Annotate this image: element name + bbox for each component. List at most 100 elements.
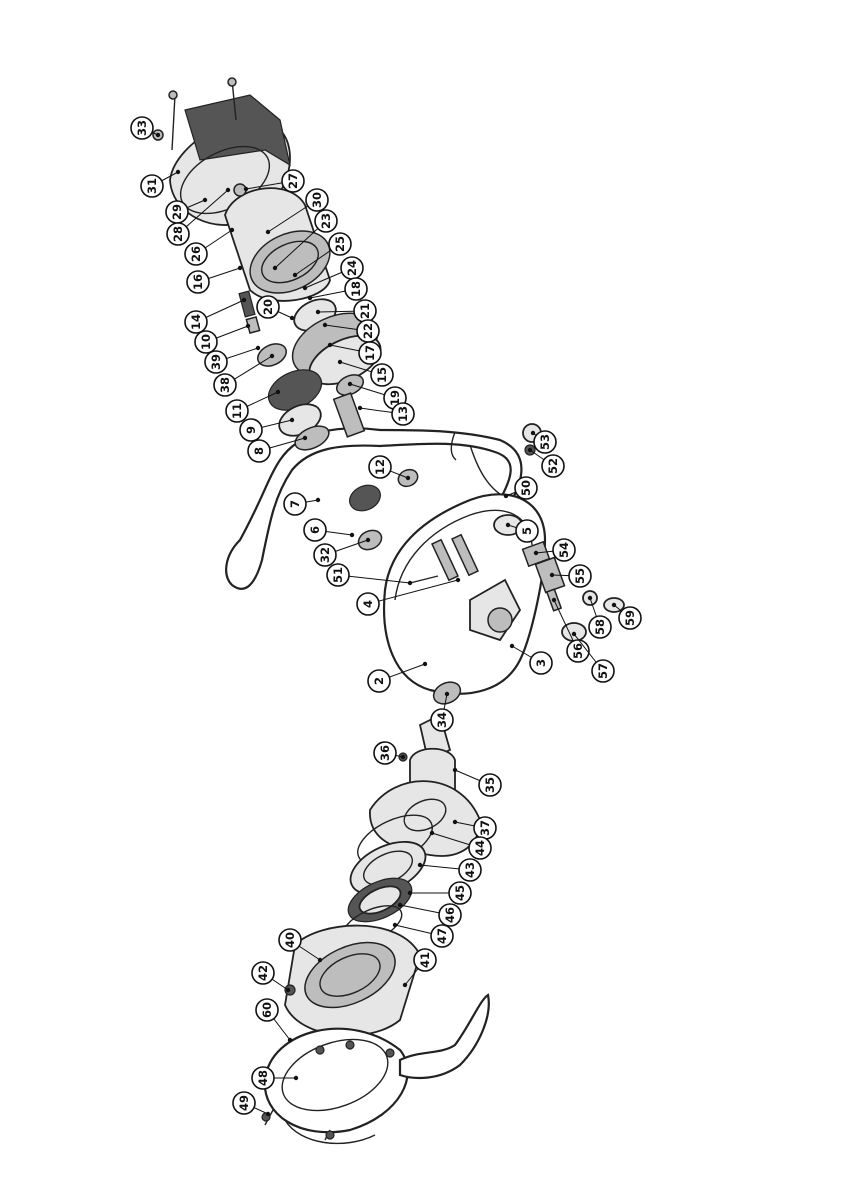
- callout-label-28: 28: [171, 226, 185, 242]
- callout-label-53: 53: [538, 434, 552, 450]
- callout-7: 7: [284, 493, 320, 515]
- callout-label-60: 60: [260, 1002, 274, 1018]
- leader-dot-34: [445, 692, 449, 696]
- callout-label-55: 55: [573, 568, 587, 584]
- callout-label-17: 17: [363, 345, 377, 361]
- callout-label-33: 33: [135, 120, 149, 136]
- callout-label-10: 10: [199, 334, 213, 350]
- callout-46: 46: [398, 903, 461, 926]
- leader-dot-8: [303, 436, 307, 440]
- leader-dot-55: [550, 573, 554, 577]
- leader-dot-18: [308, 296, 312, 300]
- leader-dot-36: [401, 755, 405, 759]
- leader-dot-5: [506, 523, 510, 527]
- callout-label-21: 21: [358, 303, 372, 319]
- callout-label-30: 30: [310, 192, 324, 208]
- leader-dot-40: [318, 958, 322, 962]
- leader-dot-13: [358, 406, 362, 410]
- callout-label-37: 37: [478, 820, 492, 836]
- callout-label-9: 9: [244, 426, 258, 434]
- callout-label-31: 31: [145, 178, 159, 194]
- leader-dot-42: [286, 988, 290, 992]
- base-flange: [285, 926, 420, 1036]
- leader-dot-32: [366, 538, 370, 542]
- leader-dot-28: [226, 188, 230, 192]
- callout-label-5: 5: [520, 527, 534, 535]
- callout-label-52: 52: [546, 458, 560, 474]
- leader-dot-4: [456, 578, 460, 582]
- callout-label-41: 41: [418, 952, 432, 968]
- callout-label-23: 23: [319, 213, 333, 229]
- leader-dot-56: [552, 598, 556, 602]
- leader-dot-25: [293, 273, 297, 277]
- callout-42: 42: [252, 962, 290, 992]
- leader-dot-41: [403, 983, 407, 987]
- callout-label-25: 25: [333, 236, 347, 252]
- leader-dot-51: [408, 581, 412, 585]
- leader-dot-27: [244, 187, 248, 191]
- callout-label-16: 16: [191, 274, 205, 290]
- leader-dot-23: [273, 266, 277, 270]
- leader-dot-44: [430, 831, 434, 835]
- callout-49: 49: [233, 1092, 270, 1116]
- leader-dot-39: [256, 346, 260, 350]
- leader-dot-12: [406, 476, 410, 480]
- callout-35: 35: [453, 768, 501, 796]
- leader-dot-6: [350, 533, 354, 537]
- callout-label-32: 32: [318, 547, 332, 563]
- callout-label-4: 4: [361, 600, 375, 608]
- callout-label-46: 46: [443, 907, 457, 923]
- callout-label-50: 50: [519, 480, 533, 496]
- callout-59: 59: [612, 603, 641, 629]
- callout-label-51: 51: [331, 567, 345, 583]
- callout-label-11: 11: [230, 403, 244, 419]
- callout-label-13: 13: [396, 406, 410, 422]
- callout-label-24: 24: [345, 260, 359, 276]
- leader-dot-16: [238, 266, 242, 270]
- leader-dot-14: [242, 298, 246, 302]
- callout-label-3: 3: [534, 659, 548, 667]
- leader-dot-35: [453, 768, 457, 772]
- callout-label-40: 40: [283, 932, 297, 948]
- callout-label-12: 12: [373, 459, 387, 475]
- callout-14: 14: [185, 298, 246, 333]
- leader-dot-11: [276, 390, 280, 394]
- callout-label-22: 22: [361, 323, 375, 339]
- callout-label-38: 38: [218, 377, 232, 393]
- callout-label-47: 47: [435, 928, 449, 944]
- callout-label-57: 57: [596, 663, 610, 679]
- callout-label-18: 18: [349, 281, 363, 297]
- leader-dot-37: [453, 820, 457, 824]
- callout-label-15: 15: [375, 367, 389, 383]
- callout-45: 45: [408, 882, 471, 904]
- callout-label-7: 7: [288, 500, 302, 508]
- leader-dot-22: [323, 323, 327, 327]
- leader-dot-20: [290, 316, 294, 320]
- callout-label-26: 26: [189, 246, 203, 262]
- callout-26: 26: [185, 228, 234, 265]
- leader-dot-7: [316, 498, 320, 502]
- callout-label-2: 2: [372, 677, 386, 685]
- callout-label-20: 20: [261, 299, 275, 315]
- callout-6: 6: [304, 519, 354, 541]
- callout-label-43: 43: [463, 862, 477, 878]
- leader-dot-33: [156, 133, 160, 137]
- callout-label-34: 34: [435, 712, 449, 728]
- leader-dot-46: [398, 903, 402, 907]
- leader-dot-54: [534, 551, 538, 555]
- leader-dot-59: [612, 603, 616, 607]
- leader-dot-3: [510, 644, 514, 648]
- callout-label-59: 59: [623, 610, 637, 626]
- leader-dot-31: [176, 170, 180, 174]
- leader-dot-21: [316, 310, 320, 314]
- leader-dot-47: [393, 923, 397, 927]
- leader-dot-24: [303, 286, 307, 290]
- callout-label-42: 42: [256, 965, 270, 981]
- leader-dot-45: [408, 891, 412, 895]
- callout-label-8: 8: [252, 447, 266, 455]
- callout-label-48: 48: [256, 1070, 270, 1086]
- callout-label-14: 14: [189, 314, 203, 330]
- callout-label-54: 54: [557, 542, 571, 558]
- callout-43: 43: [418, 859, 481, 881]
